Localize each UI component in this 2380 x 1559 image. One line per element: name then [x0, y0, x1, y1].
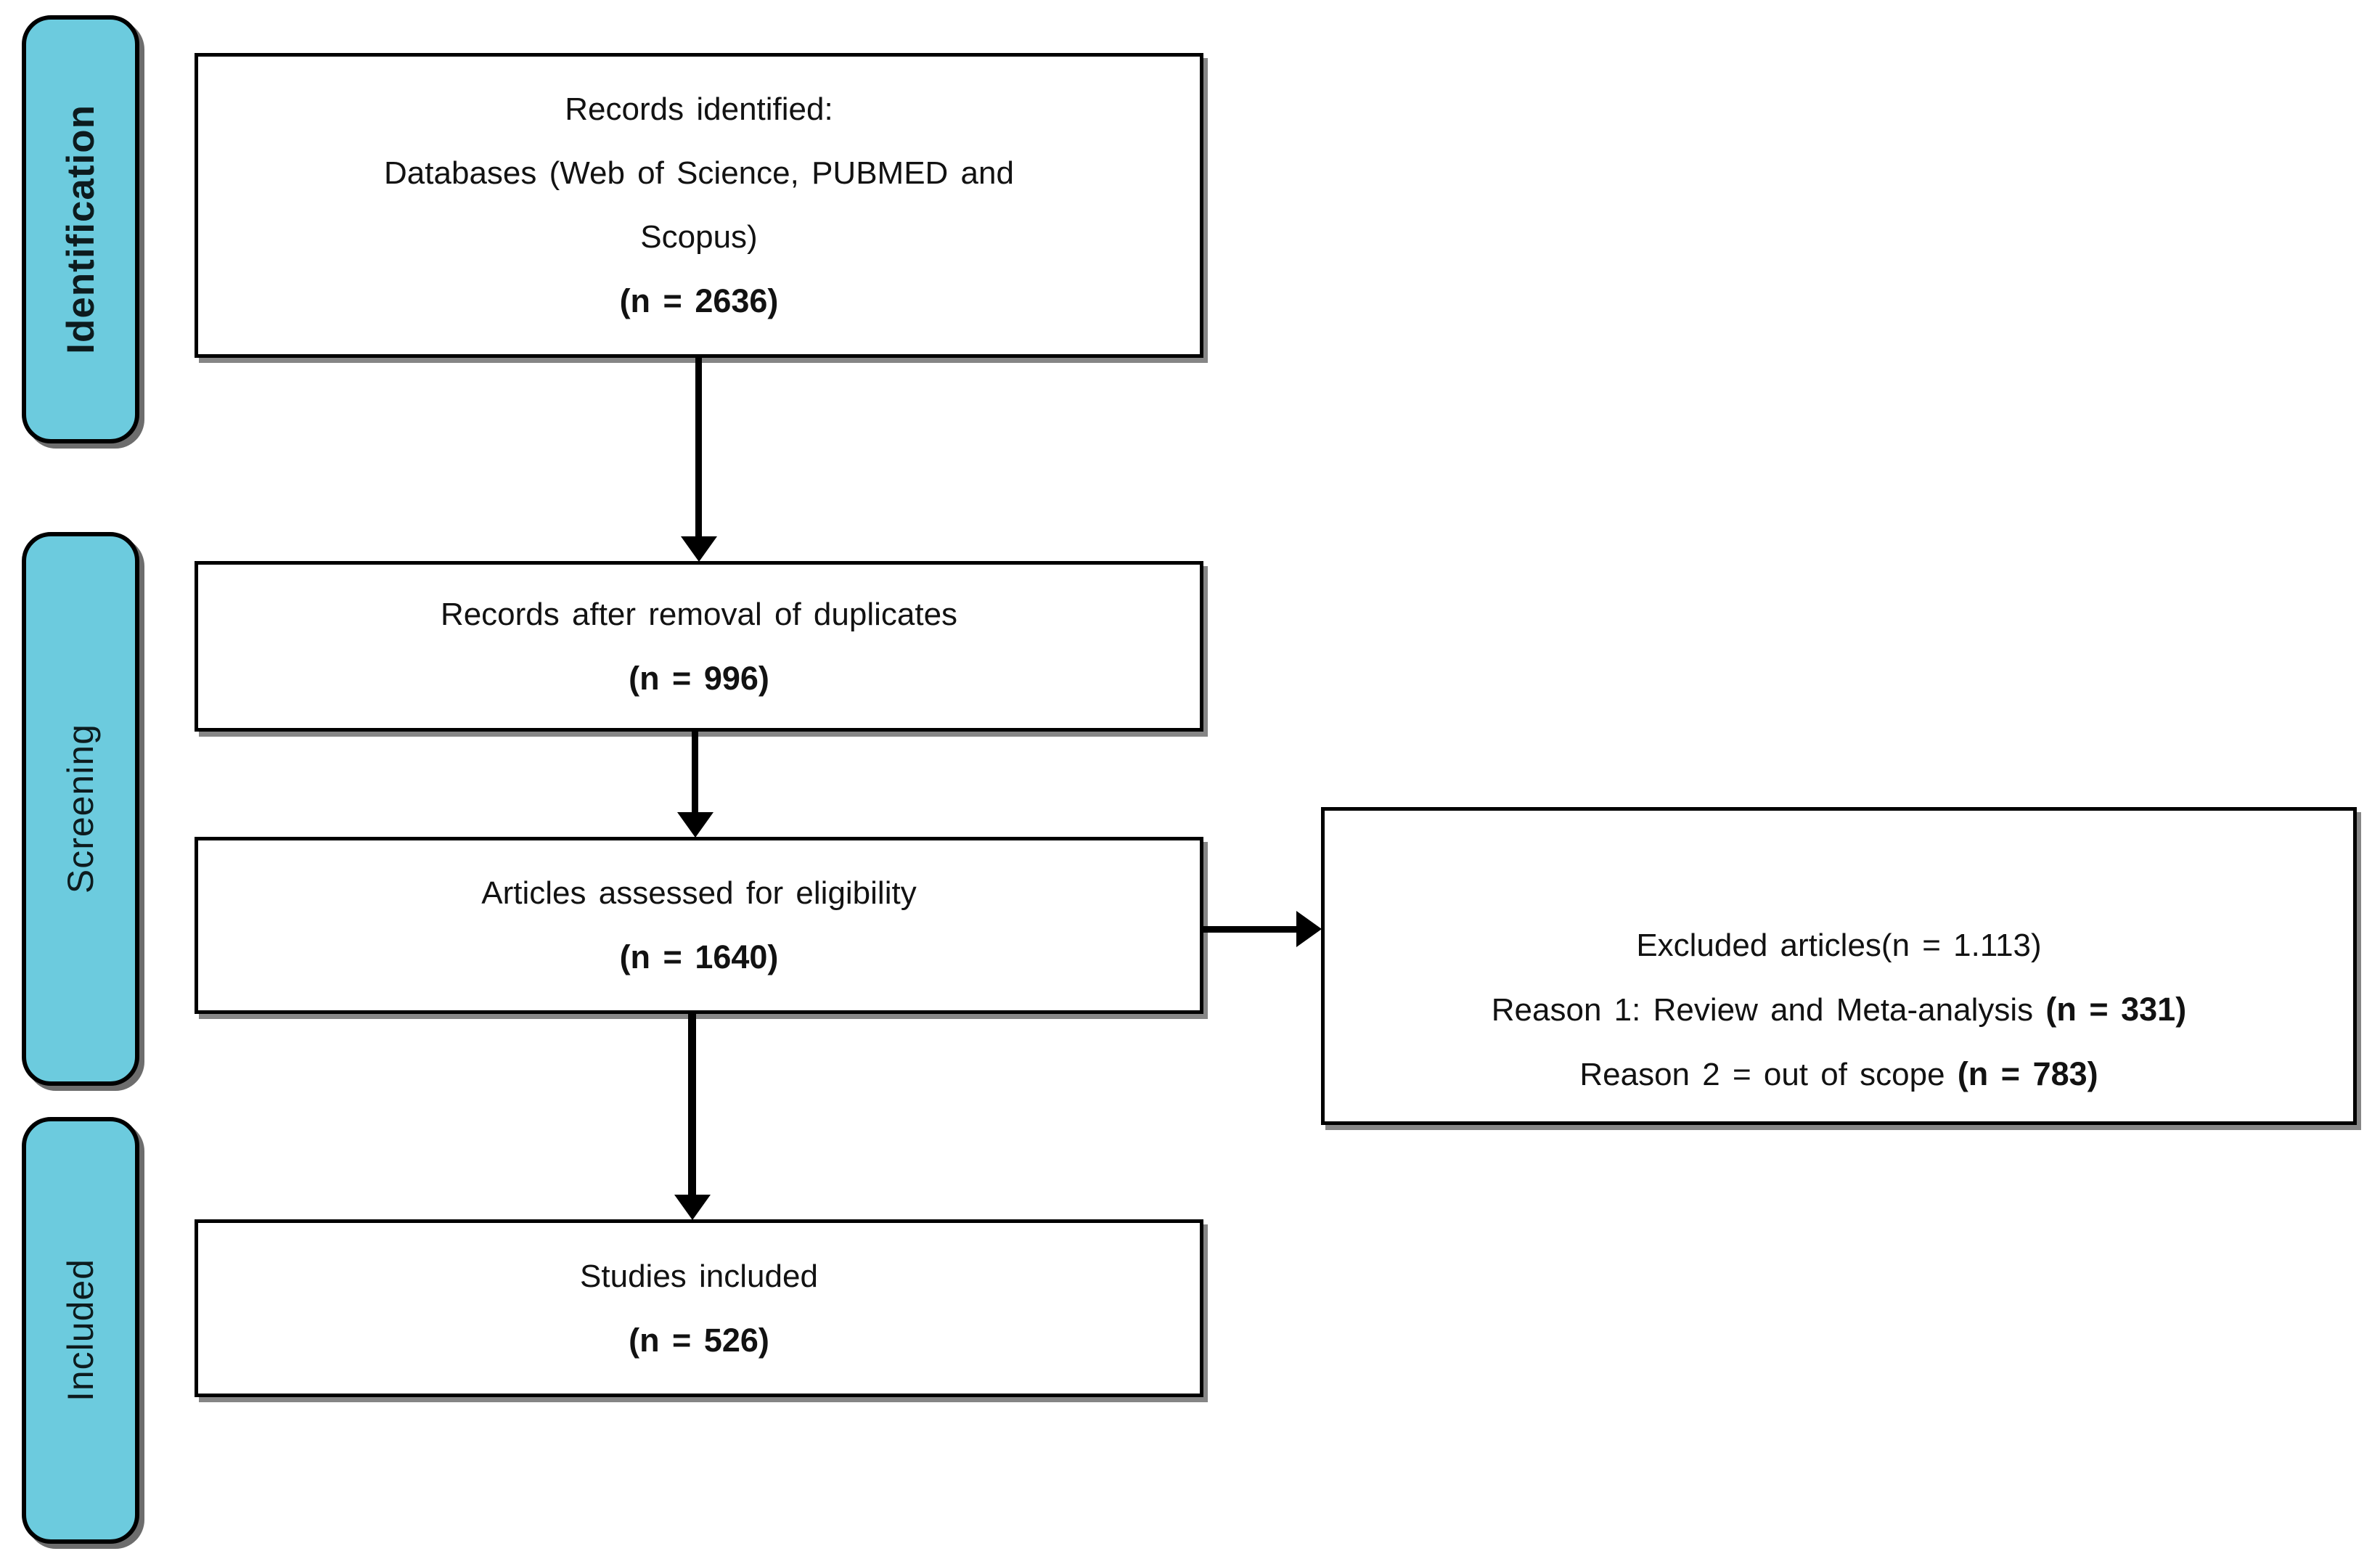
excluded-reason1-line: Reason 1: Review and Meta-analysis (n = …	[1492, 978, 2186, 1042]
stage-identification-label: Identification	[59, 105, 102, 354]
duplicates-removed-line1: Records after removal of duplicates	[440, 596, 958, 632]
arrow-eligibility-to-included-line	[688, 1014, 696, 1195]
records-identified-count: (n = 2636)	[619, 282, 779, 319]
eligibility-line1: Articles assessed for eligibility	[481, 875, 917, 911]
excluded-reason1-text: Reason 1: Review and Meta-analysis	[1491, 992, 2046, 1028]
arrow-eligibility-to-excluded-head-icon	[1296, 911, 1322, 947]
duplicates-removed-count: (n = 996)	[629, 659, 769, 697]
records-identified-box: Records identified: Databases (Web of Sc…	[195, 53, 1203, 358]
studies-included-box: Studies included (n = 526)	[195, 1219, 1203, 1397]
records-identified-line1: Records identified:	[565, 91, 833, 127]
stage-screening-label: Screening	[60, 724, 101, 894]
arrow-identified-to-duplicates-line	[695, 358, 702, 536]
studies-included-line1: Studies included	[580, 1258, 818, 1294]
stage-included-label: Included	[60, 1259, 101, 1402]
arrow-duplicates-to-eligibility-head-icon	[677, 812, 713, 838]
arrow-eligibility-to-included-head-icon	[674, 1195, 711, 1220]
duplicates-removed-box: Records after removal of duplicates (n =…	[195, 561, 1203, 732]
eligibility-box: Articles assessed for eligibility (n = 1…	[195, 837, 1203, 1014]
arrow-eligibility-to-excluded-line	[1203, 926, 1298, 933]
arrow-identified-to-duplicates-head-icon	[681, 536, 717, 562]
records-identified-line2: Databases (Web of Science, PUBMED and	[384, 155, 1014, 191]
stage-identification: Identification	[22, 15, 139, 443]
excluded-reason2-text: Reason 2 = out of scope	[1579, 1057, 1958, 1092]
studies-included-count: (n = 526)	[629, 1321, 769, 1359]
excluded-reason2-line: Reason 2 = out of scope (n = 783)	[1579, 1042, 2098, 1107]
stage-screening: Screening	[22, 532, 139, 1086]
eligibility-count: (n = 1640)	[619, 938, 779, 975]
excluded-reason2-count: (n = 783)	[1957, 1055, 2098, 1092]
excluded-reason1-count: (n = 331)	[2045, 991, 2187, 1028]
excluded-line1: Excluded articles(n = 1.113)	[1636, 928, 2042, 963]
arrow-duplicates-to-eligibility-line	[692, 732, 698, 812]
excluded-articles-box: Excluded articles(n = 1.113) Reason 1: R…	[1321, 807, 2357, 1125]
stage-included: Included	[22, 1117, 139, 1544]
records-identified-line3: Scopus)	[640, 219, 758, 255]
